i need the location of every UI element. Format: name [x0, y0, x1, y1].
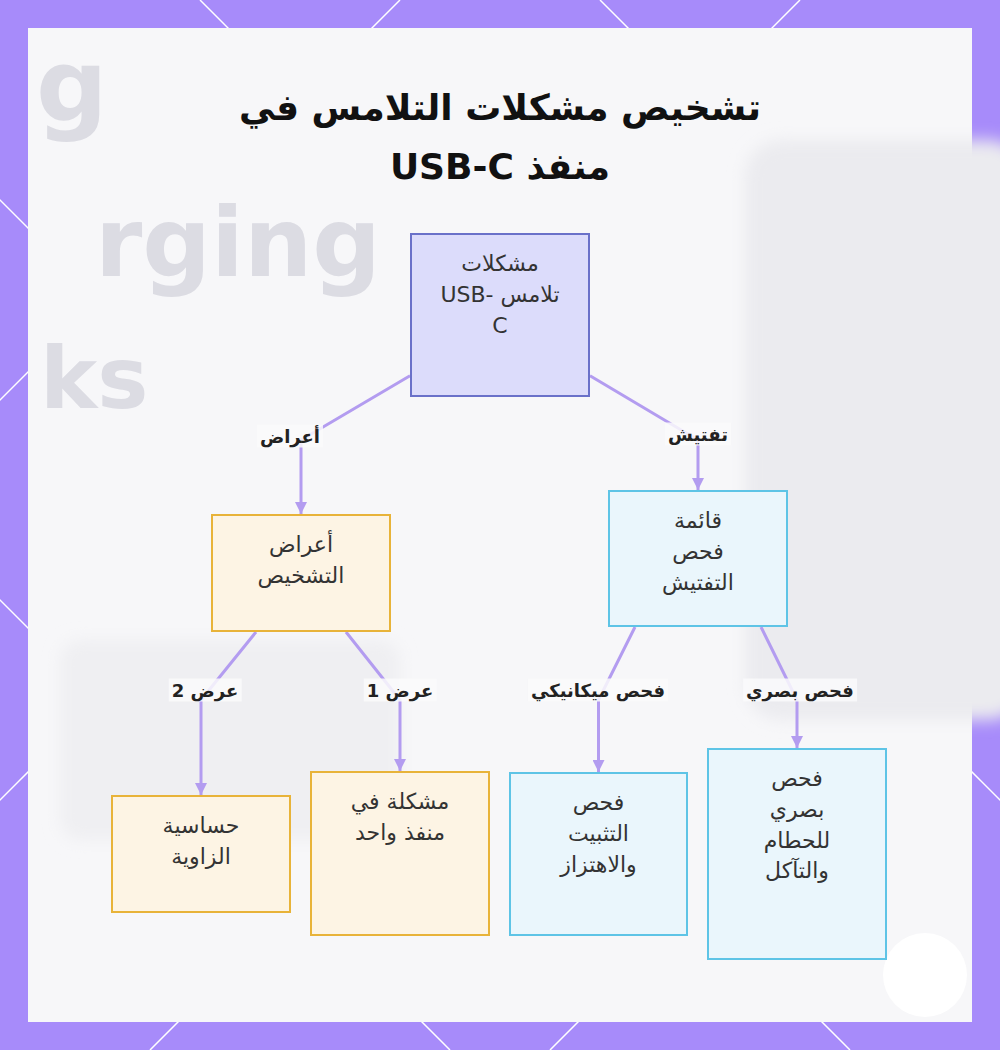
process-box: حساسية الزاوية: [111, 795, 291, 913]
process-box: مشكلات تلامس USB-C: [410, 233, 590, 397]
process-box: أعراض التشخيص: [211, 514, 391, 632]
process-box: مشكلة في منفذ واحد: [310, 771, 490, 936]
node-text: مشكلة في منفذ واحد: [345, 787, 455, 849]
edge-label: عرض 2: [169, 679, 242, 702]
background-badge: [883, 933, 967, 1017]
node-text: مشكلات تلامس USB-C: [440, 249, 560, 341]
process-box: قائمة فحص التفتيش: [608, 490, 788, 627]
edge-label: عرض 1: [364, 679, 437, 702]
diagram-title: تشخيص مشكلات التلامس في منفذ USB-C: [200, 78, 800, 197]
watermark-text: g: [36, 36, 108, 136]
node-text: أعراض التشخيص: [241, 530, 361, 592]
node-text: حساسية الزاوية: [146, 811, 256, 873]
node-text: فحص التثبيت والاهتزاز: [544, 788, 654, 880]
edge-label: فحص بصري: [743, 679, 857, 702]
node-text: قائمة فحص التفتيش: [653, 506, 743, 598]
process-box: فحص التثبيت والاهتزاز: [509, 772, 688, 936]
background-device: [745, 140, 1000, 720]
watermark-text: ks: [40, 335, 148, 421]
connector-arrow: [346, 632, 400, 771]
process-box: فحص بصري للحطام والتآكل: [707, 748, 887, 960]
watermark-text: rging: [95, 195, 381, 291]
connector-arrow: [201, 632, 256, 795]
edge-label: فحص ميكانيكي: [528, 679, 668, 702]
edge-label: تفتيش: [665, 423, 731, 446]
node-text: فحص بصري للحطام والتآكل: [752, 764, 842, 887]
edge-label: أعراض: [257, 425, 323, 448]
